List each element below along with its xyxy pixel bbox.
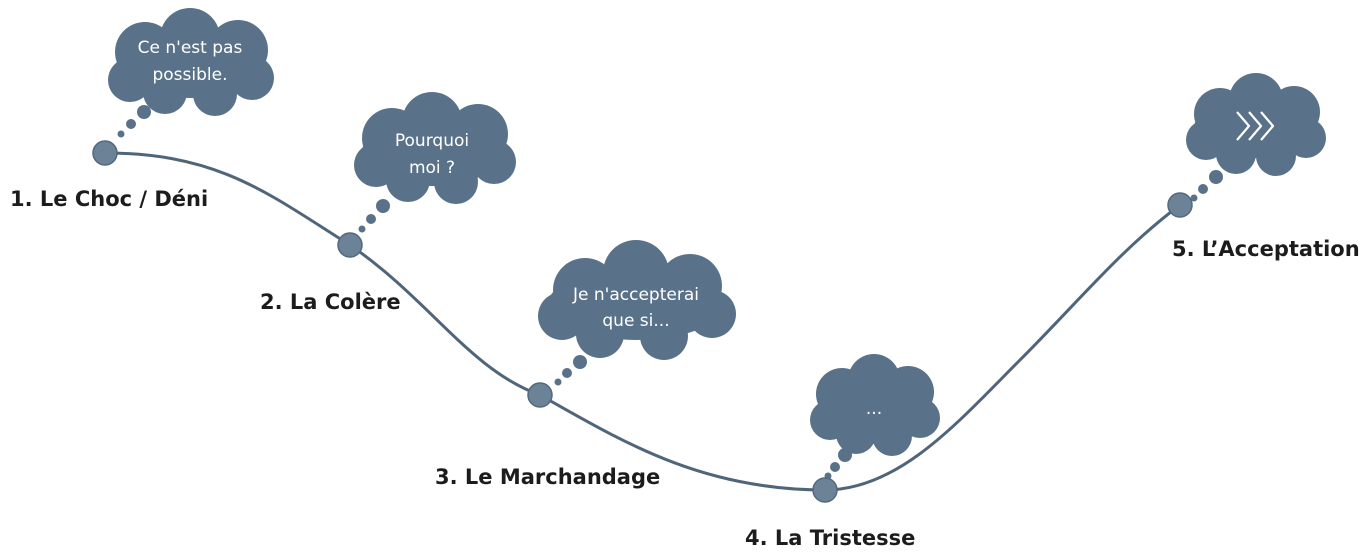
thought-text-1-line-1: Ce n'est pas [138,38,243,58]
thought-cloud-2: Pourquoi moi ? [354,92,516,204]
thought-dots-2 [358,199,390,233]
thought-dots-5 [1190,170,1223,202]
stage-node-2 [337,232,363,258]
thought-cloud-4: ... [810,354,940,456]
thought-text-2-line-2: moi ? [409,158,455,178]
stage-label-2: 2. La Colère [260,290,401,314]
stage-node-5 [1167,192,1193,218]
stage-label-4: 4. La Tristesse [745,526,915,550]
thought-text-3-line-2: que si... [602,311,669,331]
thought-cloud-5 [1186,73,1326,176]
stage-node-4 [812,477,838,503]
stage-label-3: 3. Le Marchandage [435,465,660,489]
thought-cloud-3: Je n'accepterai que si... [538,240,736,360]
thought-text-3-line-1: Je n'accepterai [572,285,699,305]
thought-text-1-line-2: possible. [152,65,227,85]
grief-curve [104,151,1181,492]
stage-label-5: 5. L’Acceptation [1172,237,1360,261]
stage-5-group: 5. L’Acceptation [1167,73,1360,261]
thought-dots-4 [824,448,852,480]
thought-text-4: ... [866,399,882,419]
stage-2-group: Pourquoi moi ? 2. La Colère [260,92,516,314]
thought-cloud-1: Ce n'est pas possible. [108,8,274,116]
stage-node-1 [92,140,118,166]
stage-3-group: Je n'accepterai que si... 3. Le Marchand… [435,240,736,489]
triple-chevron-right-icon [1236,111,1275,141]
stage-label-1: 1. Le Choc / Déni [10,187,208,211]
thought-text-2-line-1: Pourquoi [395,131,469,151]
stage-1-group: Ce n'est pas possible. 1. Le Choc / Déni [10,8,274,211]
stage-node-3 [527,382,553,408]
stage-4-group: ... 4. La Tristesse [745,354,940,550]
thought-dots-1 [117,105,151,138]
thought-dots-3 [554,355,587,386]
